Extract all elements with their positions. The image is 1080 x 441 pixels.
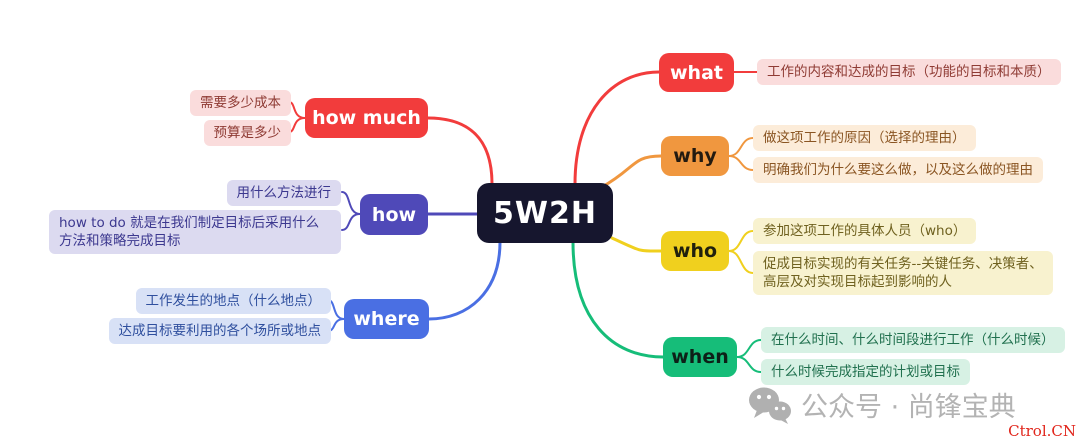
child-node-when-2[interactable]: 什么时候完成指定的计划或目标 <box>761 359 970 386</box>
watermark: 公众号 · 尚锋宝典 <box>748 385 1016 424</box>
child-node-why-2[interactable]: 明确我们为什么要这么做，以及这么做的理由 <box>753 157 1043 184</box>
edge-howmuch-child1 <box>288 117 306 133</box>
edge-who-child1 <box>728 250 754 274</box>
edge-who-child0 <box>728 230 754 252</box>
edge-center-where <box>427 240 502 321</box>
branch-node-where[interactable]: where <box>344 299 429 339</box>
edge-center-howmuch <box>426 116 494 186</box>
edge-center-who <box>610 236 663 253</box>
center-node-5w2h[interactable]: 5W2H <box>477 183 613 243</box>
child-node-how-2[interactable]: how to do 就是在我们制定目标后采用什么方法和策略完成目标 <box>49 210 341 255</box>
child-node-where-1[interactable]: 工作发生的地点（什么地点） <box>135 288 331 315</box>
branch-node-how-much[interactable]: how much <box>305 98 428 138</box>
edge-why-child1 <box>728 155 754 171</box>
child-node-who-2[interactable]: 促成目标实现的有关任务--关键任务、决策者、高层及对实现目标起到影响的人 <box>753 251 1053 296</box>
branch-node-what[interactable]: what <box>659 53 734 92</box>
edge-how-child0 <box>341 191 361 215</box>
wechat-icon <box>748 386 792 424</box>
child-node-what-1[interactable]: 工作的内容和达成的目标（功能的目标和本质） <box>757 59 1061 86</box>
edge-when-child1 <box>736 356 762 373</box>
child-node-why-1[interactable]: 做这项工作的原因（选择的理由） <box>753 125 976 152</box>
watermark-text: 公众号 · 尚锋宝典 <box>801 392 1016 423</box>
child-node-where-2[interactable]: 达成目标要利用的各个场所或地点 <box>108 318 331 345</box>
branch-node-when[interactable]: when <box>663 337 737 377</box>
edge-center-why <box>600 154 663 189</box>
site-credit: Ctrol.CN <box>1008 422 1076 440</box>
child-node-how-much-2[interactable]: 预算是多少 <box>203 120 291 147</box>
edge-why-child0 <box>728 137 754 157</box>
edge-how-child1 <box>341 213 361 231</box>
edge-when-child0 <box>736 339 762 358</box>
edge-center-when <box>571 240 665 359</box>
child-node-how-1[interactable]: 用什么方法进行 <box>226 180 341 207</box>
branch-node-how[interactable]: how <box>360 194 428 235</box>
branch-node-who[interactable]: who <box>661 231 729 271</box>
child-node-who-1[interactable]: 参加这项工作的具体人员（who） <box>753 218 977 245</box>
branch-node-why[interactable]: why <box>661 136 729 176</box>
child-node-when-1[interactable]: 在什么时间、什么时间段进行工作（什么时候） <box>761 327 1065 354</box>
edge-howmuch-child0 <box>288 101 306 119</box>
edge-center-what <box>573 70 661 186</box>
child-node-how-much-1[interactable]: 需要多少成本 <box>190 90 291 117</box>
